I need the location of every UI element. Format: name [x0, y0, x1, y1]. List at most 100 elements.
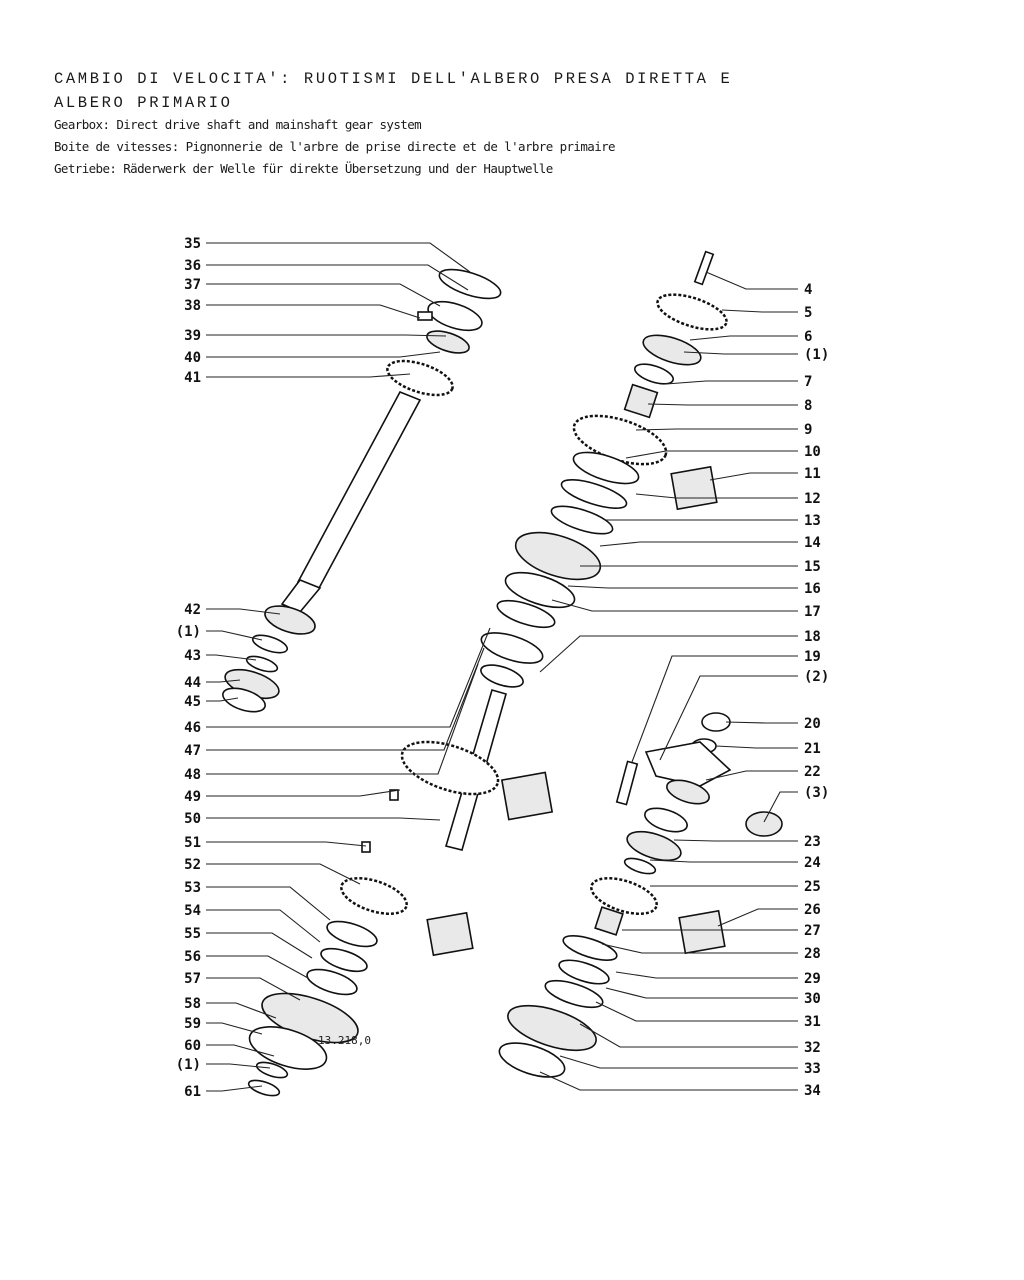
callout-label-left: 37	[184, 277, 201, 293]
leader-line-right	[683, 351, 798, 355]
callout-label-right: 6	[804, 329, 812, 345]
callout-label-left: (1)	[176, 624, 201, 640]
title-italian-line1: CAMBIO DI VELOCITA': RUOTISMI DELL'ALBER…	[54, 70, 733, 88]
callout-label-left: 52	[184, 857, 201, 873]
callout-label-right: 27	[804, 923, 821, 939]
leader-line-right	[689, 335, 798, 341]
title-french: Boite de vitesses: Pignonnerie de l'arbr…	[54, 139, 616, 154]
callout-label-right: 17	[804, 604, 821, 620]
primary-shaft	[247, 632, 554, 1097]
callout-label-left: 61	[184, 1084, 201, 1100]
leader-line-right	[659, 675, 798, 761]
callout-label-left: 38	[184, 298, 201, 314]
leader-line-left	[206, 663, 479, 775]
leader-line-right	[665, 380, 798, 385]
callout-label-right: 15	[804, 559, 821, 575]
leader-line-left	[206, 841, 367, 847]
callout-label-right: 22	[804, 764, 821, 780]
leader-line-left	[206, 697, 239, 702]
leader-line-left	[206, 1063, 271, 1069]
callout-label-right: 7	[804, 374, 812, 390]
callout-label-right: (2)	[804, 669, 829, 685]
callout-label-right: 20	[804, 716, 821, 732]
callout-label-left: 47	[184, 743, 201, 759]
right-leader-lines	[539, 271, 798, 1091]
leader-line-left	[206, 304, 421, 319]
callout-label-right: 30	[804, 991, 821, 1007]
callout-label-left: 48	[184, 767, 201, 783]
callout-label-left: 45	[184, 694, 201, 710]
leader-line-right	[605, 987, 798, 999]
callout-label-right: (3)	[804, 785, 829, 801]
callout-label-right: 10	[804, 444, 821, 460]
leader-line-right	[599, 541, 798, 547]
title-german: Getriebe: Räderwerk der Welle für direkt…	[54, 161, 553, 176]
leader-line-left	[206, 283, 441, 307]
callout-label-left: 43	[184, 648, 201, 664]
part-number-label: 13.218,0	[318, 1034, 371, 1047]
callout-label-left: 41	[184, 370, 201, 386]
leader-line-left	[206, 1085, 263, 1092]
callout-label-right: (1)	[804, 347, 829, 363]
callout-label-right: 19	[804, 649, 821, 665]
leader-line-right	[673, 839, 798, 842]
callout-label-right: 33	[804, 1061, 821, 1077]
leader-line-right	[725, 721, 798, 724]
leader-line-right	[721, 309, 798, 313]
callout-label-left: 57	[184, 971, 201, 987]
leader-line-left	[206, 334, 447, 337]
upper-right-gear-set	[496, 250, 728, 629]
leader-line-right	[635, 493, 798, 499]
callout-label-left: 53	[184, 880, 201, 896]
callout-label-left: 39	[184, 328, 201, 344]
leader-line-left	[206, 264, 469, 291]
callout-label-left: 42	[184, 602, 201, 618]
leader-line-right	[615, 971, 798, 979]
lower-right-gear-set	[498, 712, 783, 1078]
leader-line-right	[579, 1023, 798, 1048]
callout-label-left: 44	[184, 675, 201, 691]
callout-label-right: 28	[804, 946, 821, 962]
leader-line-left	[206, 242, 471, 273]
callout-label-left: (1)	[176, 1057, 201, 1073]
leader-line-right	[539, 1071, 798, 1091]
callout-label-left: 35	[184, 236, 201, 252]
callout-label-right: 18	[804, 629, 821, 645]
callout-label-left: 54	[184, 903, 201, 919]
callout-label-left: 59	[184, 1016, 201, 1032]
leader-line-right	[635, 428, 798, 431]
callout-label-left: 36	[184, 258, 201, 274]
left-callout-labels: 3536373839404142(1)434445464748495051525…	[176, 236, 201, 1100]
leader-line-left	[206, 630, 263, 641]
callout-label-right: 23	[804, 834, 821, 850]
leader-line-left	[206, 932, 313, 959]
leader-line-right	[715, 745, 798, 749]
leader-line-right	[631, 655, 798, 763]
leader-line-left	[206, 886, 331, 921]
callout-label-right: 13	[804, 513, 821, 529]
leader-line-right	[595, 1001, 798, 1022]
leader-line-right	[539, 635, 798, 673]
leader-line-left	[206, 654, 257, 661]
callout-label-left: 51	[184, 835, 201, 851]
leader-line-left	[206, 955, 309, 979]
callout-label-right: 32	[804, 1040, 821, 1056]
leader-line-right	[649, 859, 798, 863]
callout-label-left: 49	[184, 789, 201, 805]
leader-line-left	[206, 1002, 277, 1019]
callout-label-right: 8	[804, 398, 812, 414]
callout-label-right: 14	[804, 535, 821, 551]
leader-line-right	[559, 1055, 798, 1069]
callout-label-right: 4	[804, 282, 812, 298]
callout-label-right: 9	[804, 422, 812, 438]
callout-label-right: 21	[804, 741, 821, 757]
callout-label-right: 25	[804, 879, 821, 895]
leader-line-right	[717, 908, 798, 927]
leader-line-left	[206, 608, 281, 615]
leader-line-left	[206, 647, 485, 751]
leader-line-left	[206, 627, 491, 728]
leader-line-right	[705, 271, 798, 290]
title-english: Gearbox: Direct drive shaft and mainshaf…	[54, 117, 422, 132]
leader-line-left	[206, 1022, 263, 1035]
leader-line-left	[206, 977, 301, 1001]
